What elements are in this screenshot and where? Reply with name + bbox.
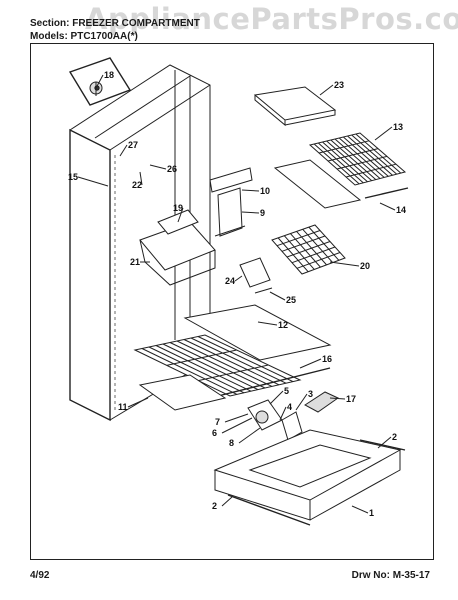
callout-leader-15 bbox=[77, 176, 109, 187]
callout-label-9: 9 bbox=[260, 208, 265, 218]
callout-label-1: 1 bbox=[369, 508, 374, 518]
callout-leader-14 bbox=[379, 202, 396, 211]
callout-label-11: 11 bbox=[118, 402, 128, 412]
callout-label-19: 19 bbox=[173, 203, 183, 213]
callout-leader-20 bbox=[329, 261, 360, 267]
callout-label-3: 3 bbox=[308, 389, 313, 399]
callout-leader-19 bbox=[177, 207, 184, 223]
callout-leader-5 bbox=[269, 390, 284, 405]
callout-leader-24 bbox=[234, 275, 243, 282]
callout-label-7: 7 bbox=[215, 417, 220, 427]
callout-leader-9 bbox=[241, 211, 260, 214]
callout-leader-26 bbox=[149, 164, 167, 170]
callout-leader-7 bbox=[224, 413, 249, 423]
callout-label-26: 26 bbox=[167, 164, 177, 174]
callout-label-2: 2 bbox=[212, 501, 217, 511]
watermark-text: AppliancePartsPros.com bbox=[85, 2, 458, 36]
part-13-wire-shelf bbox=[273, 132, 409, 209]
callout-label-14: 14 bbox=[396, 205, 406, 215]
callout-leader-23 bbox=[319, 84, 334, 96]
callout-leader-22 bbox=[139, 171, 143, 186]
part-1-evaporator-cover bbox=[213, 429, 406, 526]
callout-label-8: 8 bbox=[229, 438, 234, 448]
callout-leader-10 bbox=[241, 189, 260, 192]
callout-label-4: 4 bbox=[287, 402, 292, 412]
callout-label-18: 18 bbox=[104, 70, 114, 80]
callout-leader-2 bbox=[377, 436, 392, 449]
callout-label-10: 10 bbox=[260, 186, 270, 196]
part-11-divider-plate bbox=[138, 374, 227, 411]
part-23-pan bbox=[253, 86, 337, 127]
footer-date: 4/92 bbox=[30, 570, 50, 581]
callout-leader-2 bbox=[221, 496, 233, 507]
callout-leader-12 bbox=[257, 321, 278, 326]
callout-label-21: 21 bbox=[130, 257, 140, 267]
callout-label-2: 2 bbox=[392, 432, 397, 442]
callout-label-12: 12 bbox=[278, 320, 288, 330]
callout-label-20: 20 bbox=[360, 261, 370, 271]
callout-label-5: 5 bbox=[284, 386, 289, 396]
callout-leader-16 bbox=[299, 358, 322, 369]
callout-label-6: 6 bbox=[212, 428, 217, 438]
callout-label-23: 23 bbox=[334, 80, 344, 90]
callout-leader-4 bbox=[279, 406, 287, 421]
callout-label-16: 16 bbox=[322, 354, 332, 364]
part-10-air-duct bbox=[209, 167, 253, 237]
callout-label-25: 25 bbox=[286, 295, 296, 305]
part-12-shelf-assembly bbox=[133, 304, 332, 399]
callout-leader-11 bbox=[127, 397, 149, 408]
callout-label-13: 13 bbox=[393, 122, 403, 132]
part-20-ice-basket bbox=[271, 224, 346, 275]
callout-leader-13 bbox=[374, 126, 393, 141]
callout-leader-25 bbox=[269, 291, 286, 301]
callout-label-27: 27 bbox=[128, 140, 138, 150]
callout-label-15: 15 bbox=[68, 172, 78, 182]
model-title: Models: PTC1700AA(*) bbox=[30, 31, 138, 42]
callout-label-24: 24 bbox=[225, 276, 235, 286]
part-fan-assembly bbox=[247, 391, 339, 441]
section-title: Section: FREEZER COMPARTMENT bbox=[30, 18, 200, 29]
callout-leader-1 bbox=[351, 505, 369, 514]
callout-leader-27 bbox=[119, 144, 128, 157]
callout-leader-18 bbox=[95, 74, 104, 89]
callout-leader-8 bbox=[238, 427, 261, 444]
footer-drawing-number: Drw No: M-35-17 bbox=[351, 570, 430, 581]
callout-leader-3 bbox=[295, 393, 308, 411]
part-24-cover-panel bbox=[239, 257, 273, 294]
callout-leader-6 bbox=[221, 417, 253, 434]
diagram-frame bbox=[30, 43, 434, 560]
callout-label-22: 22 bbox=[132, 180, 142, 190]
callout-label-17: 17 bbox=[346, 394, 356, 404]
callout-leader-17 bbox=[329, 397, 346, 400]
